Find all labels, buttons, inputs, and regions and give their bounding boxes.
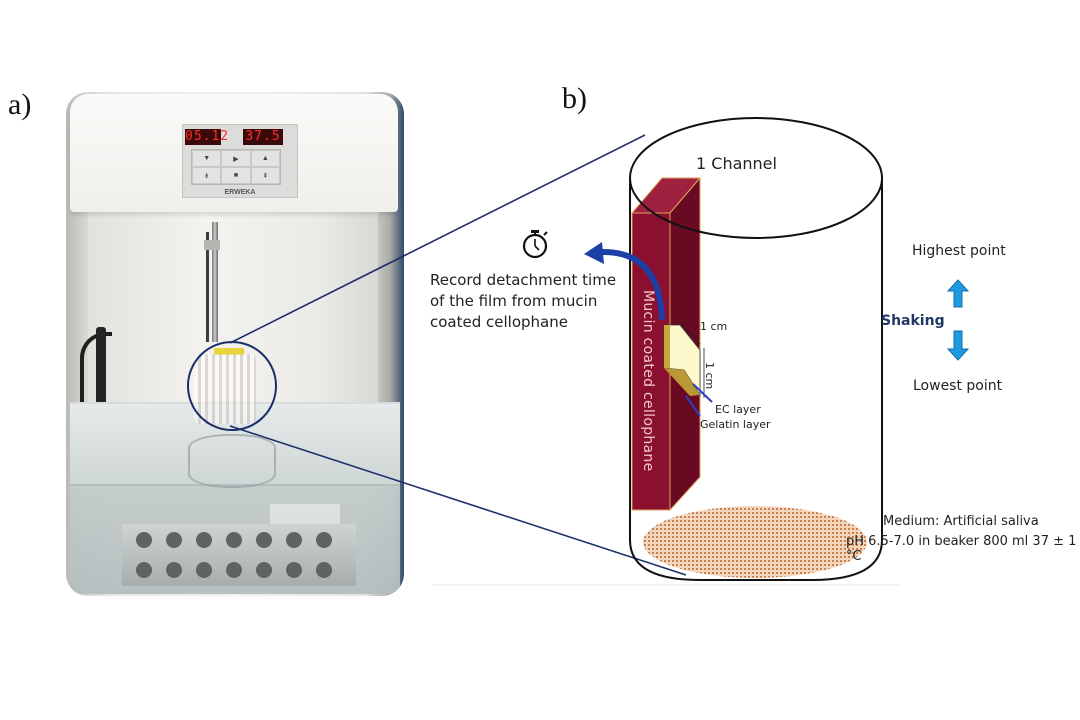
rack-hole <box>286 532 302 548</box>
panel-label-a: a) <box>8 88 32 121</box>
key-down: ▼ <box>192 150 222 167</box>
control-panel: 05.12 37.5 ▼ ▶ ▲ ⇟ ■ ⇞ ERWEKA <box>182 124 298 198</box>
rack-hole <box>196 532 212 548</box>
brand-label: ERWEKA <box>224 189 256 196</box>
ec-layer-label: EC layer <box>715 403 761 416</box>
apparatus-photo: 05.12 37.5 ▼ ▶ ▲ ⇟ ■ ⇞ ERWEKA <box>66 92 404 596</box>
rack-hole <box>256 532 272 548</box>
rack-hole <box>136 562 152 578</box>
panel-label-b: b) <box>562 82 587 115</box>
conditions-label: pH 6.5-7.0 in beaker 800 ml 37 ± 1 °C <box>846 534 1077 564</box>
rack-hole <box>226 562 242 578</box>
shaking-label: Shaking <box>881 313 945 329</box>
stopwatch-icon <box>522 230 548 259</box>
dimension-line-width <box>679 321 701 345</box>
beaker-rack <box>122 524 356 586</box>
record-line: Record detachment time <box>430 271 617 289</box>
callout-line-top <box>229 134 646 344</box>
shaft-clamp <box>204 240 220 250</box>
keypad: ▼ ▶ ▲ ⇟ ■ ⇞ <box>191 149 281 185</box>
shaft-guide <box>206 232 209 342</box>
curved-arrow-icon <box>599 248 665 321</box>
water-bath <box>70 402 400 594</box>
arrow-up-icon <box>946 279 970 308</box>
curved-arrow-head <box>584 242 604 264</box>
key-up: ▲ <box>250 150 280 167</box>
rack-hole <box>136 532 152 548</box>
shaft <box>212 222 218 342</box>
rack-hole <box>166 562 182 578</box>
ec-layer-edge <box>664 368 700 396</box>
key-stop: ■ <box>221 167 251 184</box>
rack-hole <box>226 532 242 548</box>
record-line: coated cellophane <box>430 313 568 331</box>
ec-layer-pointer <box>692 383 713 403</box>
apparatus-head: 05.12 37.5 ▼ ▶ ▲ ⇟ ■ ⇞ ERWEKA <box>70 94 398 212</box>
temperature-probe <box>96 327 106 432</box>
highest-point-label: Highest point <box>912 243 1006 259</box>
width-dimension-label: 1 cm <box>700 320 728 333</box>
medium-label: Medium: Artificial saliva <box>883 514 1039 529</box>
key-play: ▶ <box>221 150 251 167</box>
rack-hole <box>316 562 332 578</box>
callout-line-bottom <box>229 425 687 576</box>
record-instruction: Record detachment time of the film from … <box>430 270 616 333</box>
temperature-display: 37.5 <box>243 129 283 145</box>
cylinder-top <box>629 117 883 239</box>
gelatin-layer-pointer <box>685 395 701 417</box>
time-display: 05.12 <box>185 129 230 145</box>
rack-hole <box>166 532 182 548</box>
channel-label: 1 Channel <box>696 154 777 173</box>
beaker <box>188 434 276 488</box>
mesh-base <box>643 506 867 578</box>
mucin-label: Mucin coated cellophane <box>640 290 656 472</box>
arrow-down-icon <box>946 330 970 361</box>
key-raise: ⇞ <box>250 167 280 184</box>
key-lower: ⇟ <box>192 167 222 184</box>
rack-hole <box>196 562 212 578</box>
record-line: of the film from mucin <box>430 292 598 310</box>
gelatin-layer-edge <box>664 325 670 368</box>
lowest-point-label: Lowest point <box>913 378 1003 394</box>
rack-hole <box>316 532 332 548</box>
height-dimension-label: 1 cm <box>703 362 716 390</box>
rack-hole <box>256 562 272 578</box>
gelatin-layer-label: Gelatin layer <box>700 418 771 431</box>
rack-hole <box>286 562 302 578</box>
cylinder-bottom <box>629 539 883 581</box>
